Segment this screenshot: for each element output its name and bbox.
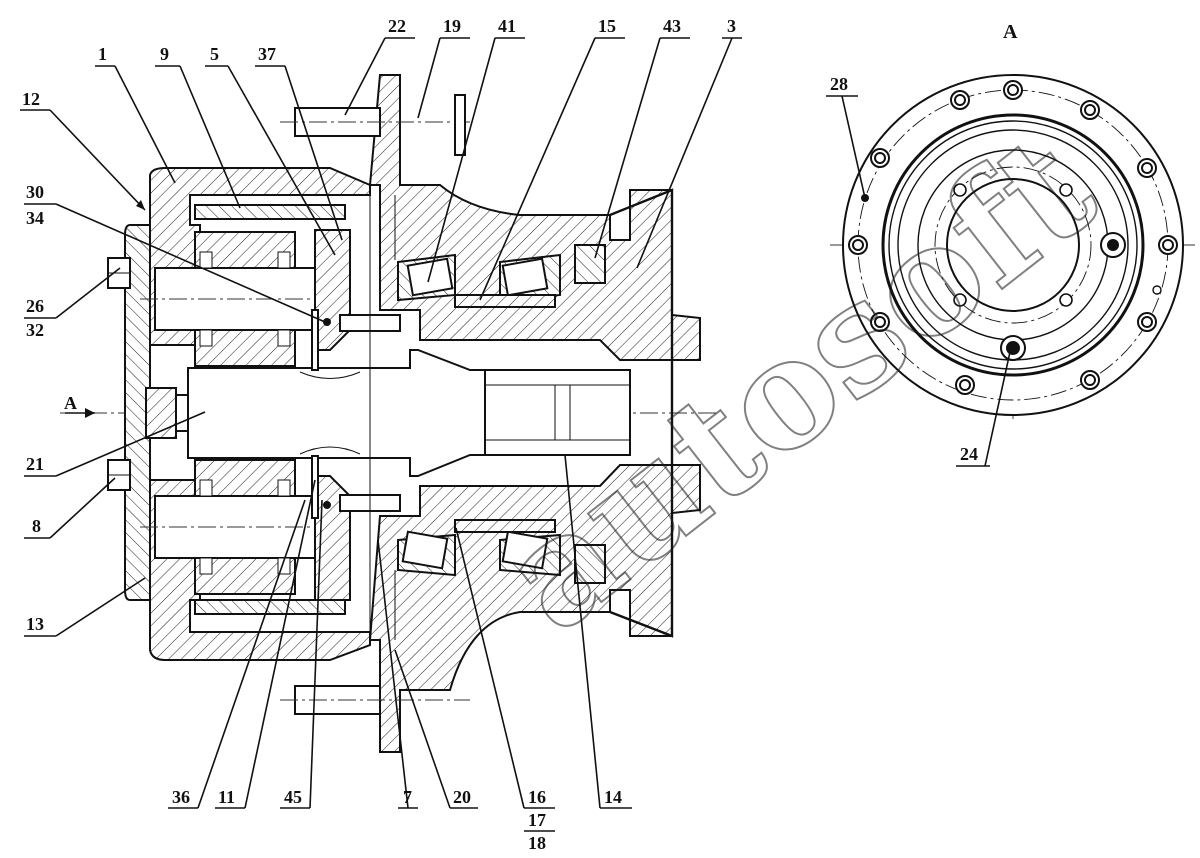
callout-20: 20 xyxy=(453,787,471,807)
callout-19: 19 xyxy=(443,16,461,36)
callouts-top: 12 1 9 5 37 22 19 41 15 xyxy=(20,16,742,301)
callout-26: 26 xyxy=(26,296,44,316)
callout-41: 41 xyxy=(498,16,516,36)
callout-24: 24 xyxy=(960,444,978,464)
callouts-left: 30 34 26 32 21 8 13 xyxy=(24,182,326,637)
callout-45: 45 xyxy=(284,787,302,807)
callout-18: 18 xyxy=(528,833,546,853)
callout-1: 1 xyxy=(98,44,107,64)
callout-28: 28 xyxy=(830,74,848,94)
inner-bolt-holes xyxy=(953,183,1073,307)
callout-34: 34 xyxy=(26,208,44,228)
outer-bolt-holes xyxy=(848,80,1178,395)
callout-11: 11 xyxy=(218,787,235,807)
callout-21: 21 xyxy=(26,454,44,474)
callout-12: 12 xyxy=(22,89,40,109)
section-view xyxy=(60,74,720,753)
callout-9: 9 xyxy=(160,44,169,64)
callout-37: 37 xyxy=(258,44,276,64)
view-label: А xyxy=(1003,21,1018,43)
view-a: А xyxy=(826,21,1195,467)
callout-8: 8 xyxy=(32,516,41,536)
callout-22: 22 xyxy=(388,16,406,36)
section-arrow: А xyxy=(64,393,95,418)
callouts-bottom: 36 11 45 7 20 16 17 18 14 xyxy=(168,454,632,853)
callout-5: 5 xyxy=(210,44,219,64)
callout-14: 14 xyxy=(604,787,622,807)
callout-3: 3 xyxy=(727,16,736,36)
callout-30: 30 xyxy=(26,182,44,202)
callout-43: 43 xyxy=(663,16,681,36)
callout-32: 32 xyxy=(26,320,44,340)
callout-17: 17 xyxy=(528,810,546,830)
callout-15: 15 xyxy=(598,16,616,36)
callout-36: 36 xyxy=(172,787,190,807)
callout-13: 13 xyxy=(26,614,44,634)
callout-16: 16 xyxy=(528,787,546,807)
section-arrow-label: А xyxy=(64,393,77,413)
